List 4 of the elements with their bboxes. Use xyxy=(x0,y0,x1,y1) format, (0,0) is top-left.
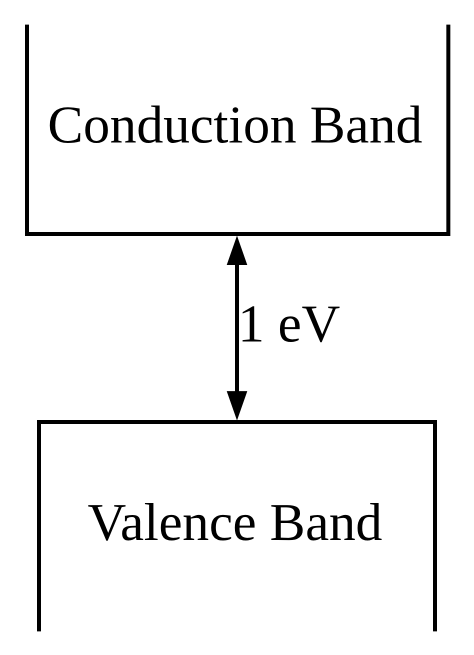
edge-label: 1 eV xyxy=(238,292,340,353)
arrow xyxy=(226,235,248,420)
node-text: Valence Band xyxy=(88,492,382,552)
node-text: Conduction Band xyxy=(48,94,422,154)
